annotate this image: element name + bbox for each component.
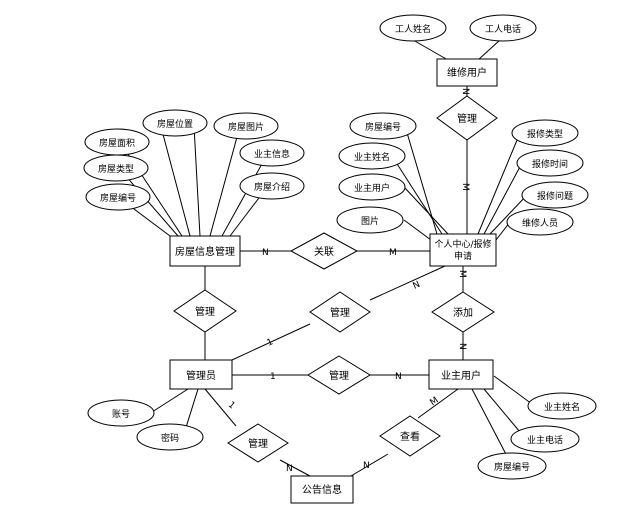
entity-owner-user: 业主用户 — [428, 359, 494, 390]
svg-text:工人姓名: 工人姓名 — [395, 23, 431, 35]
svg-text:个人中心/报修: 个人中心/报修 — [434, 238, 491, 250]
card-house-rel: N — [262, 248, 269, 258]
svg-text:账号: 账号 — [112, 409, 130, 420]
card-pc-mid: N — [412, 280, 422, 292]
attr-worker-name: 工人姓名 — [379, 14, 447, 42]
svg-text:房屋面积: 房屋面积 — [99, 137, 135, 149]
attr-house-no: 房屋编号 — [85, 183, 151, 211]
card-admin-notice-1: 1 — [226, 400, 237, 411]
card-notice-n2: N — [363, 461, 370, 471]
svg-text:房屋介绍: 房屋介绍 — [254, 181, 290, 193]
svg-text:房屋类型: 房屋类型 — [98, 163, 134, 175]
relation-view: 查看 — [379, 415, 441, 457]
svg-text:房屋图片: 房屋图片 — [228, 121, 264, 133]
attr-house-image: 房屋图片 — [213, 112, 279, 140]
attr-owner-house-no: 房屋编号 — [477, 452, 547, 480]
entity-personal-center: 个人中心/报修 申请 — [429, 233, 497, 267]
card-owner-add: N — [457, 343, 467, 350]
svg-text:房屋信息管理: 房屋信息管理 — [175, 245, 235, 258]
svg-text:公告信息: 公告信息 — [302, 483, 342, 496]
attr-house-intro: 房屋介绍 — [239, 172, 305, 200]
svg-text:维修人员: 维修人员 — [522, 217, 558, 229]
svg-text:管理: 管理 — [248, 437, 268, 450]
svg-text:房屋编号: 房屋编号 — [494, 461, 530, 473]
svg-text:房屋编号: 房屋编号 — [100, 192, 136, 204]
attr-pc-image: 图片 — [336, 206, 404, 234]
attr-owner-phone: 业主电话 — [510, 425, 580, 453]
relation-associate: 关联 — [289, 232, 359, 270]
attr-house-location: 房屋位置 — [142, 109, 208, 137]
attr-pc-house-no: 房屋编号 — [349, 112, 417, 140]
svg-text:业主电话: 业主电话 — [527, 434, 563, 446]
relation-manage-mid: 管理 — [309, 291, 371, 333]
svg-text:维修用户: 维修用户 — [447, 66, 487, 79]
svg-text:房屋位置: 房屋位置 — [157, 118, 193, 130]
attr-pc-owner-name: 业主姓名 — [338, 142, 406, 170]
card-maint-2: M — [460, 183, 470, 191]
relation-manage-admin-owner: 管理 — [307, 355, 371, 395]
svg-text:申请: 申请 — [454, 250, 472, 262]
svg-text:业主姓名: 业主姓名 — [354, 151, 390, 163]
card-notice-n1: N — [286, 464, 293, 474]
svg-text:查看: 查看 — [400, 430, 420, 443]
attr-house-type: 房屋类型 — [83, 154, 149, 182]
svg-text:管理员: 管理员 — [186, 369, 216, 382]
card-rel-pc: M — [389, 248, 397, 258]
svg-text:密码: 密码 — [161, 432, 179, 444]
entity-maintenance-user: 维修用户 — [436, 58, 498, 87]
entity-admin: 管理员 — [169, 359, 233, 390]
attr-pc-owner-user: 业主用户 — [338, 173, 406, 201]
svg-text:图片: 图片 — [361, 215, 379, 227]
relation-manage-top: 管理 — [436, 95, 498, 141]
relation-manage-admin-notice: 管理 — [227, 423, 289, 463]
svg-text:房屋编号: 房屋编号 — [365, 121, 401, 133]
svg-text:工人电话: 工人电话 — [485, 23, 521, 35]
relation-add: 添加 — [431, 291, 495, 333]
svg-text:添加: 添加 — [453, 306, 473, 319]
svg-text:管理: 管理 — [195, 305, 215, 318]
attr-worker-phone: 工人电话 — [469, 14, 537, 42]
svg-text:业主姓名: 业主姓名 — [544, 401, 580, 413]
attr-repair-type: 报修类型 — [511, 119, 579, 147]
attr-password: 密码 — [136, 423, 204, 451]
attr-house-owner-info: 业主信息 — [239, 139, 305, 167]
svg-text:管理: 管理 — [329, 369, 349, 382]
svg-text:业主用户: 业主用户 — [354, 182, 390, 194]
svg-text:业主信息: 业主信息 — [254, 148, 290, 160]
attr-repair-staff: 维修人员 — [506, 208, 574, 236]
svg-text:业主用户: 业主用户 — [441, 369, 481, 382]
card-maint-1: N — [460, 88, 470, 95]
svg-text:报修类型: 报修类型 — [527, 128, 563, 140]
attr-owner-name: 业主姓名 — [527, 392, 597, 420]
svg-text:报修时间: 报修时间 — [532, 158, 568, 170]
relation-manage-left: 管理 — [173, 289, 237, 333]
card-pc-add: M — [457, 270, 467, 278]
cardinality-labels: N M N M N 1 M N 1 N 1 N N M — [226, 88, 470, 474]
svg-text:管理: 管理 — [330, 306, 350, 319]
card-owner-view: M — [428, 396, 440, 409]
attr-house-area: 房屋面积 — [84, 128, 150, 156]
card-admin-owner-n: N — [395, 372, 402, 382]
card-admin-owner-1: 1 — [270, 372, 276, 382]
attr-account: 账号 — [87, 399, 155, 427]
attr-repair-issue: 报修问题 — [521, 181, 589, 209]
svg-text:报修问题: 报修问题 — [537, 190, 573, 202]
svg-text:管理: 管理 — [457, 112, 477, 125]
entity-notice: 公告信息 — [290, 475, 354, 504]
entity-house-info: 房屋信息管理 — [169, 235, 241, 267]
svg-text:关联: 关联 — [314, 245, 334, 258]
card-admin-mid: 1 — [266, 337, 275, 348]
attr-repair-time: 报修时间 — [516, 149, 584, 177]
